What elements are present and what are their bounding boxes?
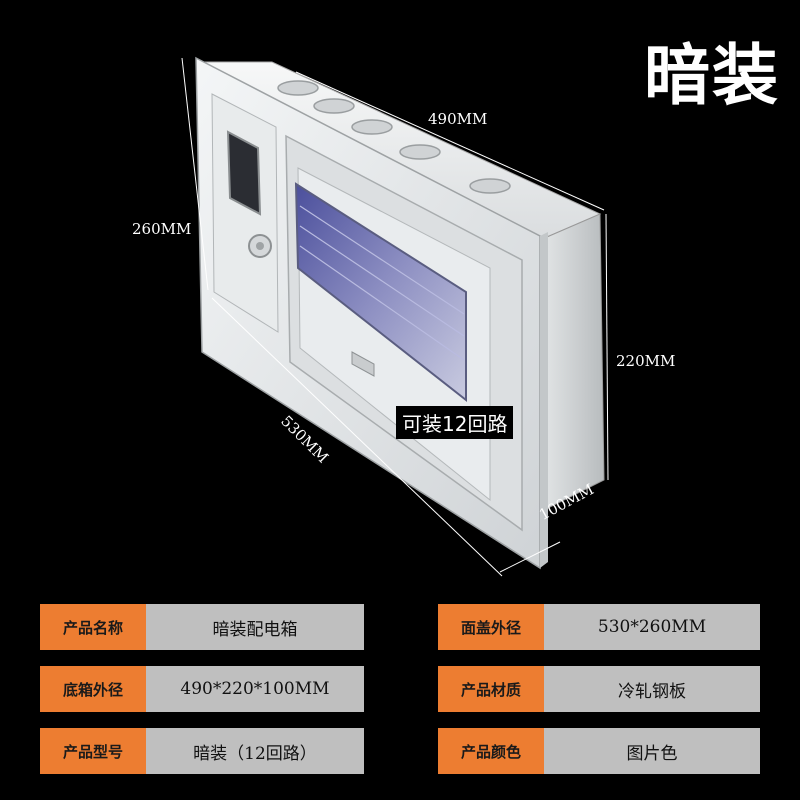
spec-row-cover-size: 面盖外径 530*260MM [438,604,760,650]
spec-label: 产品颜色 [438,728,544,774]
meter-section-frame [211,93,279,333]
spec-label: 产品名称 [40,604,146,650]
meter-window [226,130,262,216]
box-side-face [539,213,605,513]
spec-label: 产品型号 [40,728,146,774]
spec-value: 暗装（12回路） [146,728,364,774]
spec-row-model: 产品型号 暗装（12回路） [40,728,364,774]
dimension-top-width: 490MM [428,110,488,128]
dimension-left-height: 260MM [132,220,192,238]
spec-value: 暗装配电箱 [146,604,364,650]
dimension-right-height: 220MM [616,352,676,370]
spec-label: 产品材质 [438,666,544,712]
breaker-window [294,182,467,403]
spec-row-product-name: 产品名称 暗装配电箱 [40,604,364,650]
spec-value: 冷轧钢板 [544,666,760,712]
spec-row-box-size: 底箱外径 490*220*100MM [40,666,364,712]
spec-row-material: 产品材质 冷轧钢板 [438,666,760,712]
circuit-capacity-label: 可装12回路 [396,406,514,439]
spec-label: 面盖外径 [438,604,544,650]
spec-value: 图片色 [544,728,760,774]
spec-label: 底箱外径 [40,666,146,712]
spec-value: 490*220*100MM [146,666,364,712]
spec-row-color: 产品颜色 图片色 [438,728,760,774]
page-title: 暗装 [644,37,780,114]
spec-value: 530*260MM [544,604,760,650]
knockout-holes [277,80,511,194]
